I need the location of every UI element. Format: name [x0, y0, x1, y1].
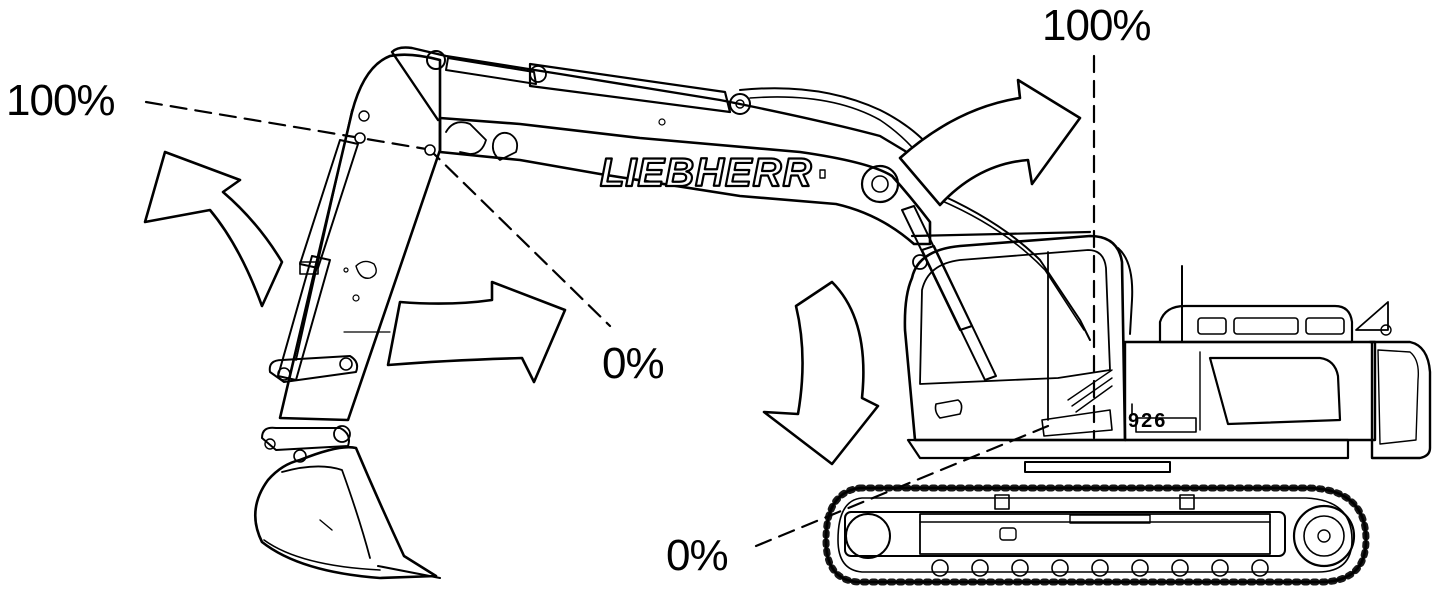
arm-min-label: 0% — [602, 339, 665, 388]
bucket — [253, 445, 441, 580]
arm-min-line — [426, 146, 612, 328]
arm-max-line — [144, 100, 434, 152]
boom-up-arrow — [898, 78, 1082, 207]
brand-wordmark: LIEBHERR — [600, 151, 812, 195]
operator-cab — [903, 230, 1134, 442]
boom-down-arrow — [762, 280, 880, 466]
model-badge: 926 — [1128, 410, 1168, 432]
crawler-track — [822, 484, 1370, 586]
swing-ring — [1024, 461, 1171, 473]
arm-in-arrow — [386, 280, 567, 384]
upper-carriage — [906, 265, 1432, 460]
boom-min-label: 0% — [666, 531, 729, 580]
reference-lines — [144, 54, 1096, 548]
boom-min-line — [754, 424, 1050, 548]
boom-cylinder — [901, 205, 997, 381]
arm-max-label: 100% — [6, 76, 116, 125]
arm-arrows — [143, 150, 567, 384]
boom-arrows — [762, 78, 1082, 466]
arm-cylinder — [426, 50, 751, 115]
bucket-linkage — [261, 355, 359, 463]
arm-out-arrow — [143, 150, 284, 308]
boom-max-label: 100% — [1042, 1, 1152, 50]
arm — [278, 53, 442, 422]
boom: LIEBHERR — [390, 46, 932, 246]
